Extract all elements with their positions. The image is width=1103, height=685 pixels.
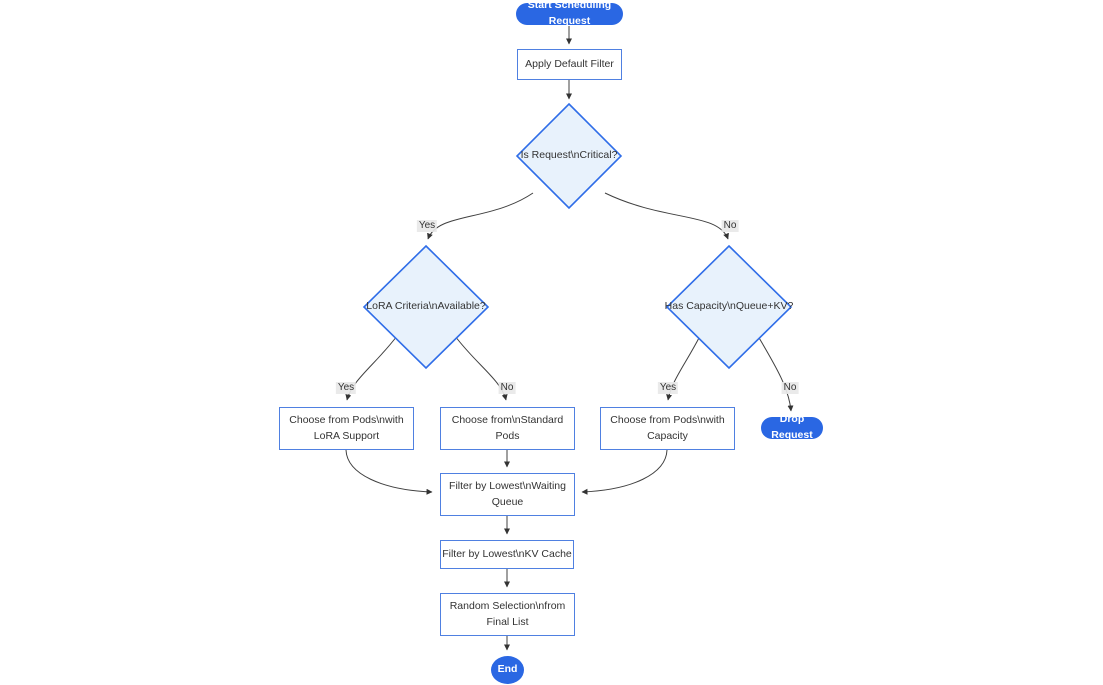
decision-has-capacity-shape — [665, 244, 793, 370]
node-end: End — [491, 656, 524, 684]
edge-label-critical-no: No — [721, 220, 739, 232]
node-random-selection: Random Selection\nfrom Final List — [440, 593, 575, 636]
edge-critical-yes — [427, 192, 534, 240]
edge-lora-no — [454, 335, 508, 401]
node-drop-request: Drop Request — [761, 413, 823, 441]
edge-critical-no — [604, 192, 729, 240]
edge-label-lora-yes: Yes — [335, 382, 357, 394]
edge-label-lora-no: No — [498, 382, 516, 394]
node-is-critical-label: Is Request\nCritical? — [520, 149, 618, 162]
node-filter-kv-cache: Filter by Lowest\nKV Cache — [440, 540, 574, 569]
decision-is-critical-shape — [515, 102, 623, 210]
edge-lora-yes — [345, 335, 398, 401]
edge-capacity-yes — [666, 335, 701, 401]
edge-capacitypods-to-waitqueue — [581, 449, 668, 495]
node-start: Start Scheduling Request — [516, 0, 623, 27]
decision-lora-available-shape — [362, 244, 490, 370]
edge-lorapods-to-waitqueue — [345, 449, 433, 495]
edge-label-capacity-yes: Yes — [657, 382, 679, 394]
node-filter-waiting-queue: Filter by Lowest\nWaiting Queue — [440, 473, 575, 516]
edge-label-capacity-no: No — [781, 382, 799, 394]
edge-capacity-no — [757, 335, 794, 412]
node-choose-capacity-pods: Choose from Pods\nwith Capacity — [600, 407, 735, 450]
node-lora-available-label: LoRA Criteria\nAvailable? — [366, 300, 486, 313]
node-has-capacity-label: Has Capacity\nQueue+KV? — [664, 300, 794, 313]
node-apply-default-filter: Apply Default Filter — [517, 49, 622, 80]
node-choose-standard-pods: Choose from\nStandard Pods — [440, 407, 575, 450]
node-choose-lora-pods: Choose from Pods\nwith LoRA Support — [279, 407, 414, 450]
edge-label-critical-yes: Yes — [416, 220, 438, 232]
